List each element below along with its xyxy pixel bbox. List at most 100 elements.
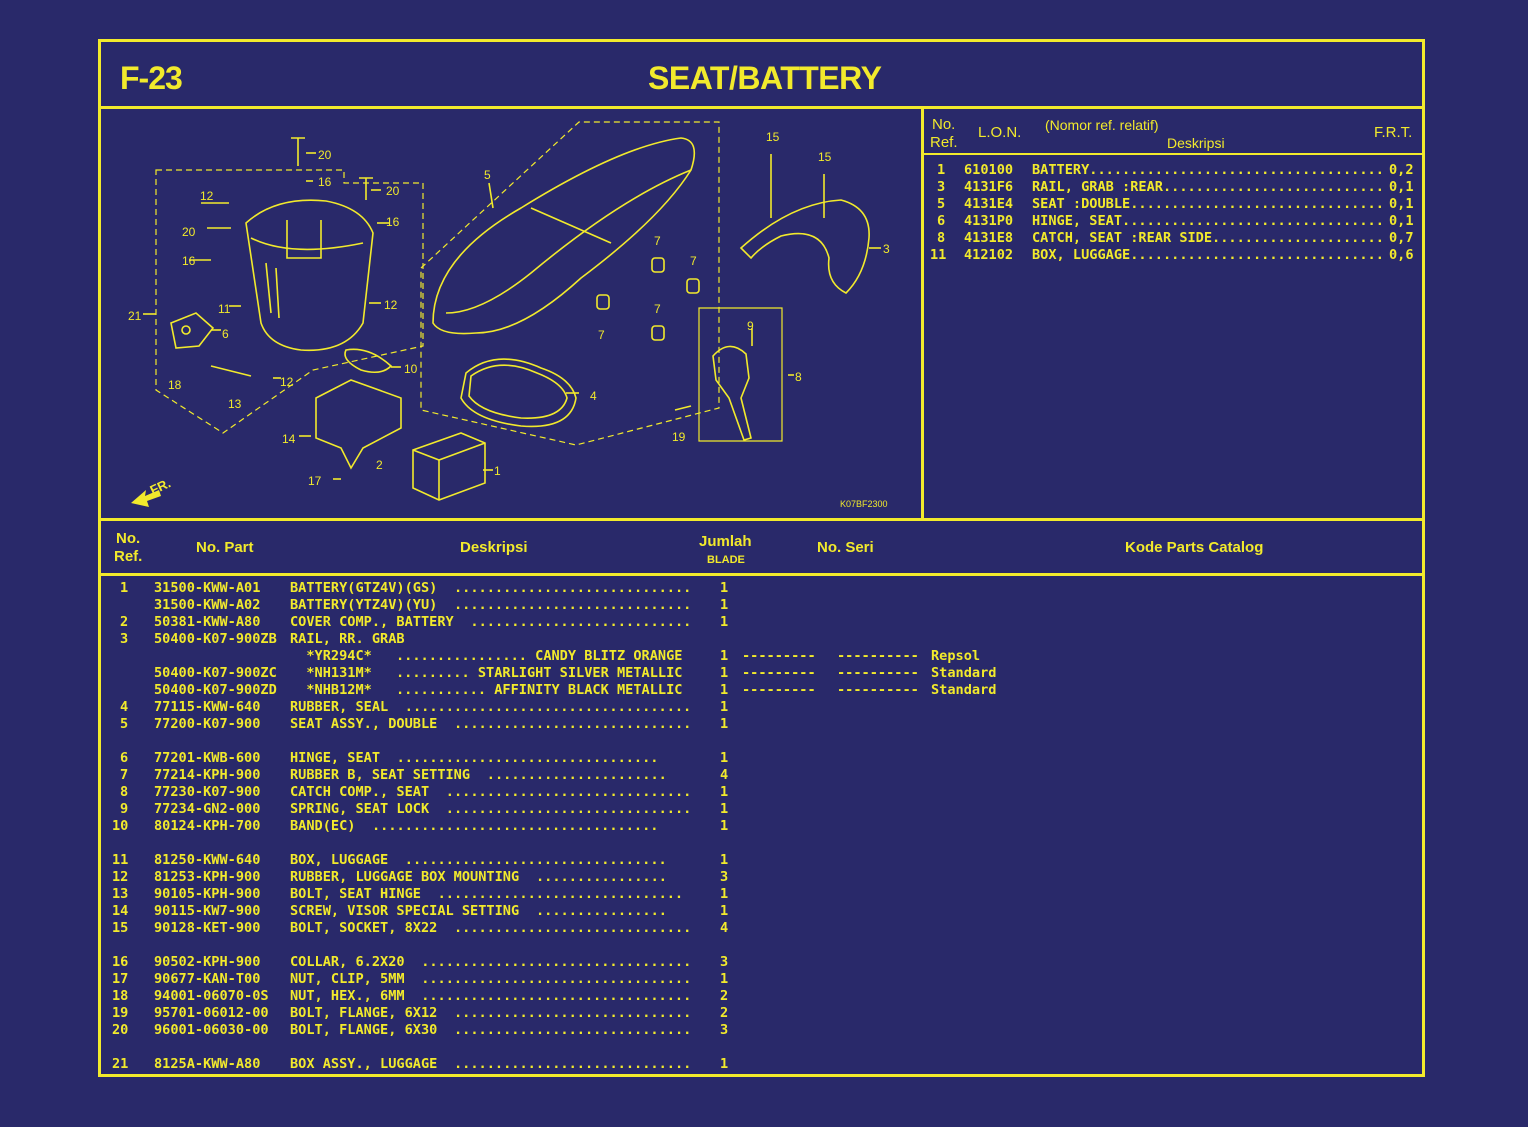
description-leader: ......... STARLIGHT SILVER METALLIC bbox=[396, 665, 683, 681]
quantity: 1 bbox=[720, 784, 729, 800]
quantity: 1 bbox=[720, 852, 729, 868]
serial-number: --------- bbox=[742, 665, 816, 681]
part-description: NUT, CLIP, 5MM bbox=[290, 971, 405, 987]
ref-description: HINGE, SEAT.............................… bbox=[1032, 213, 1384, 229]
callout-number: 8 bbox=[795, 370, 802, 384]
ref-number: 8 bbox=[937, 230, 946, 246]
serial-number: --------- bbox=[742, 648, 816, 664]
ref-number: 7 bbox=[120, 767, 129, 783]
part-number: 90128-KET-900 bbox=[154, 920, 261, 936]
part-number: 77201-KWB-600 bbox=[154, 750, 261, 766]
frt-value: 0,7 bbox=[1389, 230, 1414, 246]
part-description: CATCH COMP., SEAT bbox=[290, 784, 430, 800]
ref-number: 5 bbox=[937, 196, 946, 212]
part-number: 8125A-KWW-A80 bbox=[154, 1056, 261, 1072]
quantity: 1 bbox=[720, 750, 729, 766]
part-number: 96001-06030-00 bbox=[154, 1022, 269, 1038]
page-code: F-23 bbox=[120, 60, 183, 96]
description-leader: ................ bbox=[536, 903, 667, 919]
callout-number: 11 bbox=[218, 302, 231, 316]
part-description: BOX, LUGGAGE bbox=[290, 852, 389, 868]
description-leader: ............................. bbox=[454, 1022, 692, 1038]
part-number: 81253-KPH-900 bbox=[154, 869, 261, 885]
battery-cover-shape bbox=[315, 379, 402, 470]
part-number: 80124-KPH-700 bbox=[154, 818, 261, 834]
parts-table-row: *YR294C*................ CANDY BLITZ ORA… bbox=[110, 648, 1110, 665]
ref-number: 19 bbox=[112, 1005, 129, 1021]
ref-number: 20 bbox=[112, 1022, 129, 1038]
ref-number: 8 bbox=[120, 784, 129, 800]
ref-number: 18 bbox=[112, 988, 129, 1004]
ref-number: 4 bbox=[120, 699, 129, 715]
seat-group-outline bbox=[420, 121, 720, 446]
description-leader: ............................. bbox=[454, 597, 692, 613]
lon-code: 4131P0 bbox=[964, 213, 1014, 229]
parts-header-seri: No. Seri bbox=[817, 539, 874, 556]
title-divider bbox=[98, 106, 1425, 109]
callout-number: 1 bbox=[494, 464, 501, 478]
callout-number: 15 bbox=[766, 130, 780, 144]
seat-shape bbox=[432, 137, 696, 335]
catalog-note: Standard bbox=[931, 665, 997, 681]
description-leader: ............................. bbox=[454, 920, 692, 936]
parts-table-row: 50400-K07-900ZC *NH131M*......... STARLI… bbox=[110, 665, 1110, 682]
ref-number: 9 bbox=[120, 801, 129, 817]
part-number: 77214-KPH-900 bbox=[154, 767, 261, 783]
ref-header-nomor: (Nomor ref. relatif) bbox=[1045, 117, 1159, 133]
part-number: 90502-KPH-900 bbox=[154, 954, 261, 970]
quantity: 1 bbox=[720, 597, 729, 613]
part-description: *NHB12M* bbox=[290, 682, 372, 698]
diagram-code-label: K07BF2300 bbox=[840, 499, 888, 509]
callout-number: 7 bbox=[654, 234, 661, 248]
front-arrow-icon bbox=[131, 490, 161, 507]
part-number: 77115-KWW-640 bbox=[154, 699, 261, 715]
seal-rubber-shape bbox=[460, 358, 577, 428]
part-description: BOLT, SOCKET, 8X22 bbox=[290, 920, 438, 936]
catch-group-outline bbox=[698, 307, 783, 442]
description-leader: ................................ bbox=[404, 852, 667, 868]
ref-description: CATCH, SEAT :REAR SIDE..................… bbox=[1032, 230, 1384, 246]
quantity: 1 bbox=[720, 614, 729, 630]
ref-number: 3 bbox=[937, 179, 946, 195]
ref-number: 16 bbox=[112, 954, 129, 970]
frt-value: 0,1 bbox=[1389, 196, 1414, 212]
description-leader: ................................... bbox=[372, 818, 659, 834]
part-number: 50381-KWW-A80 bbox=[154, 614, 261, 630]
ref-header-frt: F.R.T. bbox=[1374, 124, 1413, 141]
quantity: 4 bbox=[720, 920, 729, 936]
ref-description: BATTERY.................................… bbox=[1032, 162, 1384, 178]
ref-description: BOX, LUGGAGE............................… bbox=[1032, 247, 1384, 263]
catalog-code: ---------- bbox=[837, 648, 919, 664]
callout-number: 5 bbox=[484, 168, 491, 182]
quantity: 3 bbox=[720, 954, 729, 970]
ref-number: 11 bbox=[112, 852, 129, 868]
catalog-code: ---------- bbox=[837, 682, 919, 698]
part-number: 95701-06012-00 bbox=[154, 1005, 269, 1021]
part-number: 77230-K07-900 bbox=[154, 784, 261, 800]
grab-rail-shape bbox=[739, 199, 870, 294]
part-number: 90115-KW7-900 bbox=[154, 903, 261, 919]
exploded-parts-diagram bbox=[131, 121, 881, 507]
callout-number: 9 bbox=[747, 319, 754, 333]
part-number: 94001-06070-0S bbox=[154, 988, 269, 1004]
ref-number: 2 bbox=[120, 614, 129, 630]
part-number: 77234-GN2-000 bbox=[154, 801, 261, 817]
callout-number: 6 bbox=[222, 327, 229, 341]
part-description: BOLT, FLANGE, 6X12 bbox=[290, 1005, 438, 1021]
part-number: 50400-K07-900ZB bbox=[154, 631, 277, 647]
description-leader: ................................. bbox=[421, 954, 692, 970]
catalog-code: ---------- bbox=[837, 665, 919, 681]
quantity: 1 bbox=[720, 1056, 729, 1072]
diagram-table-divider bbox=[921, 106, 924, 520]
